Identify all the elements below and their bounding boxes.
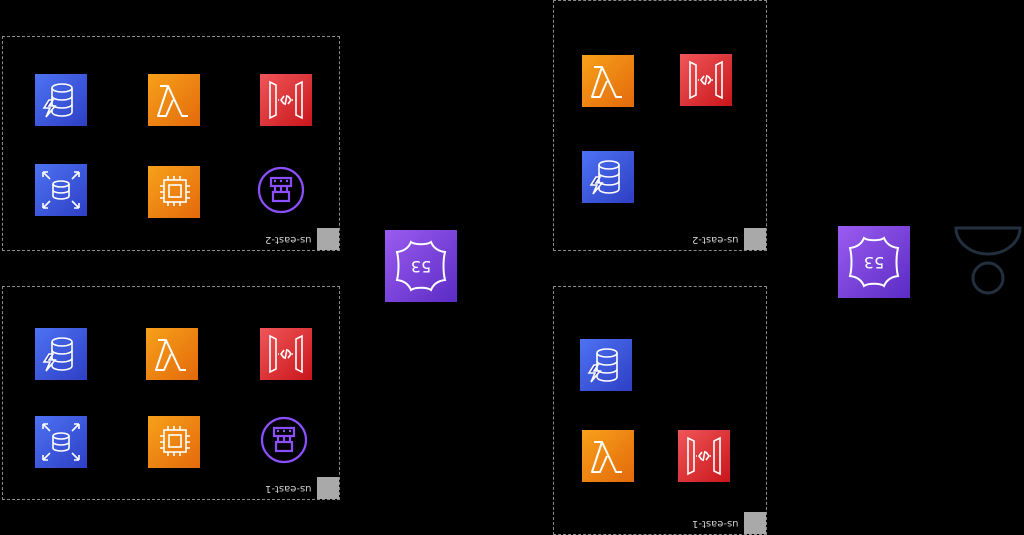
elasticache-icon — [258, 414, 310, 466]
region-box-left-bottom: us-east-1 — [2, 286, 340, 500]
dynamodb-icon — [35, 328, 87, 380]
region-flag-icon — [317, 228, 339, 250]
region-flag-icon — [317, 477, 339, 499]
lambda-icon — [146, 328, 198, 380]
route53-label: 53 — [864, 253, 884, 272]
region-box-left-top: us-east-2 — [2, 36, 340, 251]
route53-label: 53 — [411, 257, 431, 276]
region-flag-icon — [744, 228, 766, 250]
region-label: us-east-1 — [265, 483, 312, 494]
rds-icon — [35, 164, 87, 216]
lambda-icon — [582, 55, 634, 107]
region-label: us-east-1 — [692, 518, 739, 529]
api-gateway-icon — [678, 430, 730, 482]
region-box-right-bottom: us-east-1 — [553, 286, 767, 535]
ec2-icon — [148, 166, 200, 218]
dynamodb-icon — [35, 74, 87, 126]
route53-icon: 53 — [385, 230, 457, 302]
lambda-icon — [582, 430, 634, 482]
rds-icon — [35, 416, 87, 468]
route53-icon: 53 — [838, 226, 910, 298]
lambda-icon — [148, 74, 200, 126]
user-icon — [952, 226, 1024, 298]
dynamodb-icon — [582, 151, 634, 203]
api-gateway-icon — [260, 74, 312, 126]
api-gateway-icon — [680, 54, 732, 106]
dynamodb-icon — [580, 339, 632, 391]
api-gateway-icon — [260, 328, 312, 380]
elasticache-icon — [255, 164, 307, 216]
region-label: us-east-2 — [692, 234, 739, 245]
region-label: us-east-2 — [265, 234, 312, 245]
region-flag-icon — [744, 512, 766, 534]
region-box-right-top: us-east-2 — [553, 0, 767, 251]
ec2-icon — [148, 416, 200, 468]
